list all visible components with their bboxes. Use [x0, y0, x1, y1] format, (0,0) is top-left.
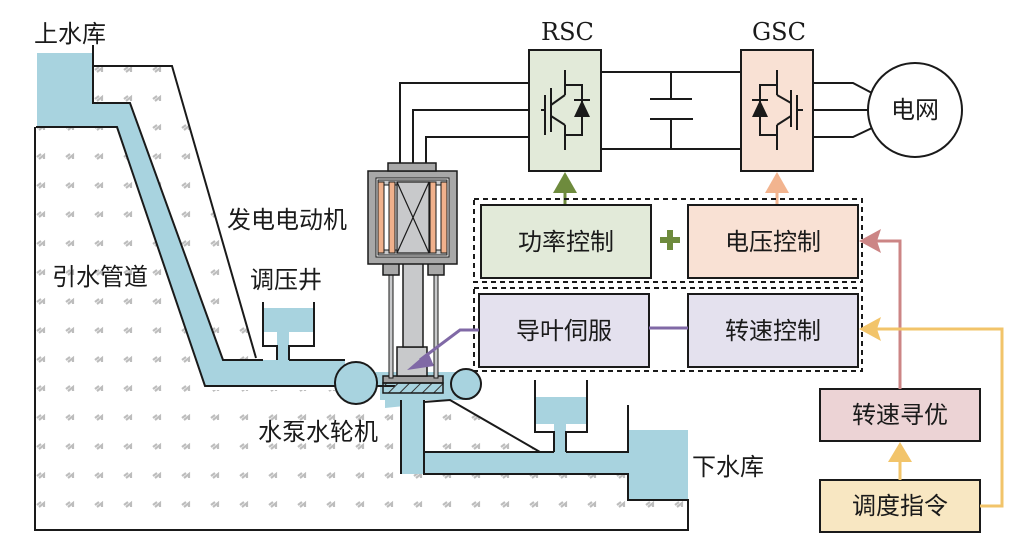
terrain — [35, 66, 688, 530]
pump-turbine-label: 水泵水轮机 — [258, 418, 378, 446]
guide-vane-servo-box — [478, 293, 650, 368]
gsc-converter — [740, 49, 814, 172]
yellow-arrow-head-up — [888, 442, 912, 462]
rock-upper-wedge — [93, 66, 256, 360]
yellow-arrow-head — [859, 317, 881, 341]
motor-generator-label: 发电电动机 — [227, 206, 347, 234]
servo-to-guide-vane-line — [419, 328, 479, 362]
penstock-label: 引水管道 — [52, 263, 148, 291]
rotor-wires — [399, 82, 529, 163]
speed-control-box — [687, 293, 859, 368]
coil — [388, 181, 396, 254]
upper-reservoir-water — [37, 53, 93, 127]
peach-arrow-head — [765, 172, 789, 193]
motor-generator — [367, 162, 458, 379]
power-voltage-group — [473, 198, 863, 283]
draft-tube-water — [401, 395, 424, 452]
rock-small-wedge — [424, 400, 540, 452]
rsc-converter — [528, 49, 602, 172]
grid-wires — [813, 82, 873, 138]
lower-reservoir-label: 下水库 — [692, 453, 764, 481]
power-control-label: 功率控制 — [518, 228, 614, 256]
power-control-box — [480, 204, 652, 279]
speed-optimization-label: 转速寻优 — [852, 401, 948, 429]
upper-reservoir-label: 上水库 — [34, 20, 106, 48]
rsc-label: RSC — [541, 18, 594, 46]
runner-hatch — [382, 382, 444, 394]
purple-arrow-head — [407, 352, 434, 370]
lower-surge-water — [535, 397, 587, 424]
coil — [377, 181, 385, 254]
control-arrows — [553, 172, 789, 205]
pump-turbine — [334, 346, 482, 405]
dispatch-to-speed-line — [870, 327, 1004, 508]
surge-tank-label: 调压井 — [250, 266, 322, 294]
terrain-outlines — [34, 45, 689, 531]
rock-ground — [35, 390, 688, 530]
guide-vane-servo-label: 导叶伺服 — [516, 317, 612, 345]
spiral-case-left — [334, 361, 378, 405]
rock-left — [35, 127, 230, 530]
penstock-water — [93, 103, 424, 452]
optim-to-voltage-line — [870, 239, 902, 389]
speed-control-label: 转速控制 — [725, 317, 821, 345]
rsc-box — [528, 49, 602, 172]
voltage-control-box — [687, 204, 859, 279]
spiral-case-right — [450, 368, 482, 400]
gsc-label: GSC — [752, 18, 806, 46]
speed-optimization-box — [819, 388, 981, 442]
surge-tank-water — [263, 308, 314, 332]
dispatch-command-label: 调度指令 — [852, 492, 948, 520]
grid-label: 电网 — [891, 96, 939, 124]
voltage-control-label: 电压控制 — [725, 228, 821, 256]
tailrace-water — [401, 452, 629, 474]
dc-link — [601, 71, 741, 150]
lower-reservoir-water — [628, 430, 688, 501]
coil — [440, 181, 448, 254]
red-arrow-head — [859, 229, 881, 253]
grid-circle — [867, 62, 963, 158]
plus-icon — [660, 230, 680, 250]
coil — [429, 181, 437, 254]
green-arrow-head — [553, 172, 577, 193]
